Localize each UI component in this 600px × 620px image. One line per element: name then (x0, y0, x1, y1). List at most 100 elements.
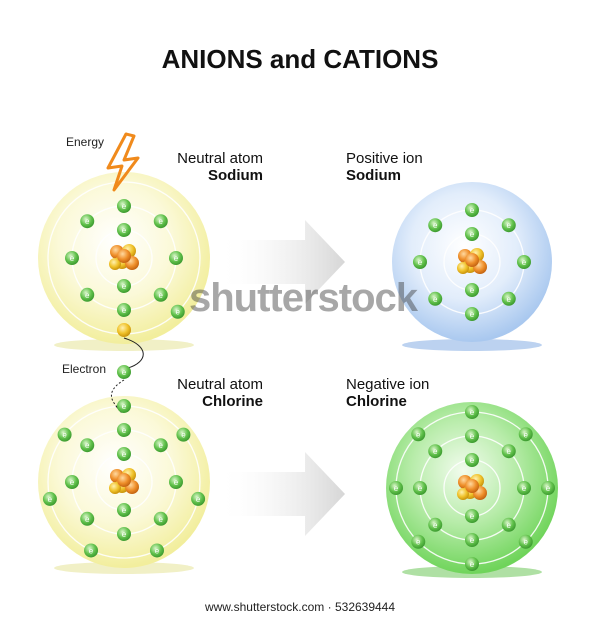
electron (57, 427, 72, 442)
electron (117, 223, 131, 237)
electron-symbol: e (159, 441, 164, 450)
electron (80, 287, 95, 302)
electron (80, 438, 95, 453)
electron-symbol: e (85, 217, 90, 226)
electron-symbol: e (433, 447, 438, 456)
electron-symbol: e (470, 456, 475, 465)
label-chlorine-neutral: Neutral atom Chlorine (150, 376, 263, 410)
electron (117, 447, 131, 461)
nucleus-chlorine-neutral (109, 468, 139, 494)
electron-symbol: e (418, 484, 423, 493)
nucleus-chlorine-ion (457, 474, 487, 500)
electron-symbol: e (159, 515, 164, 524)
electron (517, 255, 531, 269)
electron-symbol: e (122, 506, 127, 515)
electron (428, 218, 443, 233)
electron (191, 491, 206, 506)
electron-symbol: e (176, 308, 181, 317)
label-sodium-neutral: Neutral atom Sodium (150, 150, 263, 184)
electron (149, 543, 164, 558)
electron-symbol: e (507, 521, 512, 530)
electron (465, 203, 479, 217)
transition-arrow-sodium (222, 220, 345, 304)
electron-symbol: e (546, 484, 551, 493)
electron-symbol: e (48, 495, 53, 504)
label-element: Chlorine (202, 393, 263, 410)
label-line: Negative ion (346, 376, 430, 393)
electron-symbol: e (122, 226, 127, 235)
electron-symbol: e (70, 254, 75, 263)
electron (42, 491, 57, 506)
electron-symbol: e (122, 402, 127, 411)
electron-symbol: e (70, 478, 75, 487)
electron-symbol: e (122, 450, 127, 459)
electron (169, 251, 183, 265)
label-element: Sodium (346, 167, 401, 184)
electron-symbol: e (524, 538, 529, 547)
electron-symbol: e (522, 258, 527, 267)
electron-symbol: e (89, 546, 94, 555)
electron (413, 255, 427, 269)
label-element: Sodium (208, 167, 263, 184)
electron-symbol: e (470, 536, 475, 545)
electron (465, 405, 479, 419)
electron-symbol: e (470, 230, 475, 239)
electron (465, 429, 479, 443)
electron (465, 453, 479, 467)
electron (465, 283, 479, 297)
electron (65, 251, 79, 265)
electron-symbol: e (470, 432, 475, 441)
electron (117, 423, 131, 437)
electron-symbol: e (174, 254, 179, 263)
page-title: ANIONS and CATIONS (161, 44, 439, 74)
label-sodium-ion: Positive ion Sodium (346, 150, 423, 184)
electron-symbol: e (62, 431, 67, 440)
electron-symbol: e (196, 495, 201, 504)
electron-symbol: e (394, 484, 399, 493)
watermark: shutterstock (188, 276, 418, 320)
electron (80, 511, 95, 526)
electron-symbol: e (174, 478, 179, 487)
electron-symbol: e (122, 202, 127, 211)
electron (428, 444, 443, 459)
label-line: Neutral atom (177, 376, 263, 393)
electron-transfer-path (123, 337, 144, 369)
electron-symbol: e (433, 295, 438, 304)
electron (169, 475, 183, 489)
electron (428, 291, 443, 306)
electron (517, 481, 531, 495)
label-element: Chlorine (346, 393, 407, 410)
electron (541, 481, 555, 495)
electron-symbol: e (122, 282, 127, 291)
electron (117, 303, 131, 317)
electron (389, 481, 403, 495)
electron (84, 543, 99, 558)
electron (170, 304, 185, 319)
electron (80, 214, 95, 229)
electron-symbol: e (470, 560, 475, 569)
electron-symbol: e (85, 441, 90, 450)
electron-symbol: e (418, 258, 423, 267)
electron (465, 227, 479, 241)
footer-credit: www.shutterstock.com · 532639444 (204, 600, 396, 614)
electron (117, 365, 131, 379)
transition-arrow-chlorine (222, 452, 345, 536)
nucleus-sodium-ion (457, 248, 487, 274)
electron-symbol: e (159, 291, 164, 300)
label-chlorine-ion: Negative ion Chlorine (346, 376, 429, 410)
energy-bolt-icon (106, 132, 140, 192)
electron (501, 218, 516, 233)
electron-symbol: e (122, 306, 127, 315)
electron-symbol: e (122, 530, 127, 539)
electron-symbol: e (155, 546, 160, 555)
released-electron-marker (117, 323, 131, 337)
energy-label: Energy (66, 135, 105, 149)
electron (117, 399, 131, 413)
electron-symbol: e (507, 447, 512, 456)
electron-symbol: e (416, 430, 421, 439)
electron (411, 427, 426, 442)
electron-symbol: e (122, 426, 127, 435)
electron-symbol: e (470, 408, 475, 417)
electron (153, 214, 168, 229)
